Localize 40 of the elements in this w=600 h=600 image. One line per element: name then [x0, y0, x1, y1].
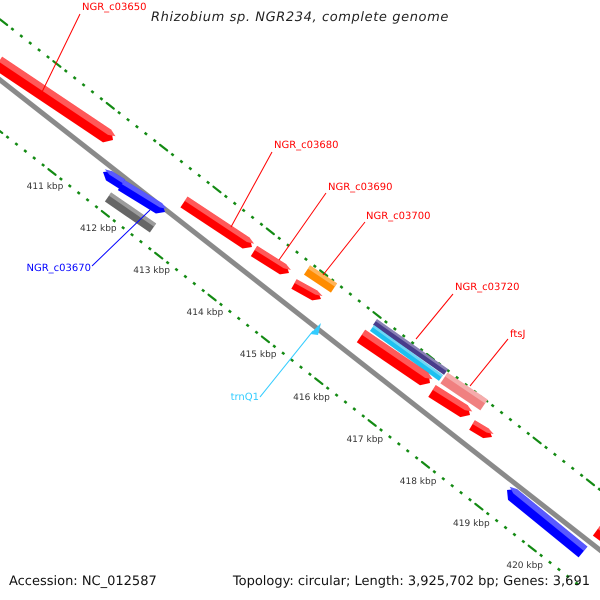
gene-feature [180, 196, 254, 249]
tick-label: 417 kbp [346, 436, 384, 445]
gene-feature [507, 486, 588, 558]
leader-line [260, 330, 314, 398]
gene-label: NGR_c03700 [366, 212, 430, 222]
leader-line [92, 210, 150, 266]
leader-line [230, 152, 272, 228]
leader-line [322, 222, 366, 276]
gene-label: NGR_c03720 [455, 283, 520, 293]
gene-label: NGR_c03670 [26, 264, 91, 274]
leader-line [278, 192, 326, 260]
footer-text: Topology: circular; Length: 3,925,702 bp; Genes: 3,691 [232, 574, 590, 588]
gene-label: ftsJ [510, 330, 526, 340]
gene-label: trnQ1 [230, 393, 259, 403]
gene-feature [291, 279, 323, 300]
tick-label: 419 kbp [453, 520, 490, 530]
genome-title: Rhizobium sp. NGR234, complete genome [150, 11, 450, 24]
leader-line [470, 338, 508, 386]
leader-line [42, 14, 80, 92]
tick-label: 418 kbp [400, 478, 436, 487]
tick-label: 416 kbp [293, 394, 330, 402]
trna-marker [310, 323, 321, 335]
gene-feature [592, 524, 600, 543]
tick-label: 412 kbp [80, 224, 117, 234]
gene-feature [250, 246, 291, 274]
gene-feature [356, 330, 433, 386]
leader-line [416, 294, 454, 340]
gene-feature [469, 420, 494, 438]
gene-label: NGR_c03690 [328, 183, 392, 193]
gene-feature [103, 169, 125, 189]
gene-label: NGR_c03680 [274, 141, 338, 151]
gene-label: NGR_c03650 [82, 3, 146, 13]
tick-label: 413 kbp [133, 266, 170, 276]
tick-label: 420 kbp [506, 562, 544, 572]
tick-label: 414 kbp [186, 309, 224, 318]
footer-text: Accession: NC_012587 [9, 574, 157, 588]
tick-label: 411 kbp [26, 182, 64, 192]
gene-feature [428, 385, 472, 418]
tick-label: 415 kbp [240, 351, 277, 360]
gene-feature [0, 56, 116, 142]
